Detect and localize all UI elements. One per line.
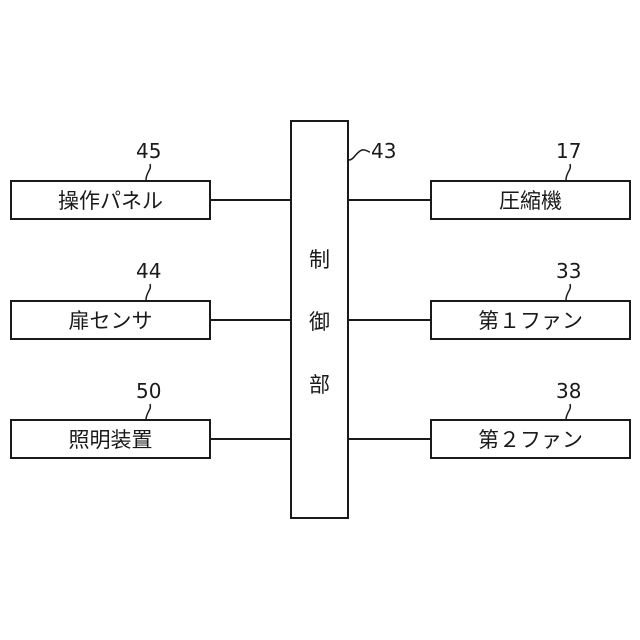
second-fan-label: 第２ファン [478, 424, 583, 454]
leader-line-33 [566, 284, 570, 300]
operation-panel-block: 操作パネル [10, 180, 211, 220]
ref-numeral-operation-panel: 45 [136, 139, 161, 163]
second-fan-block: 第２ファン [430, 419, 631, 459]
lighting-device-block: 照明装置 [10, 419, 211, 459]
controller-label-char-1: 制 [292, 244, 347, 274]
door-sensor-block: 扉センサ [10, 300, 211, 340]
ref-numeral-controller: 43 [371, 139, 396, 163]
ref-numeral-compressor: 17 [556, 139, 581, 163]
lighting-device-label: 照明装置 [69, 424, 153, 454]
leader-line-43 [349, 150, 370, 160]
door-sensor-label: 扉センサ [69, 305, 153, 335]
leader-line-50 [146, 404, 150, 420]
ref-numeral-door-sensor: 44 [136, 259, 161, 283]
controller-label-char-2: 御 [292, 306, 347, 336]
first-fan-label: 第１ファン [478, 305, 583, 335]
leader-line-45 [146, 164, 150, 180]
ref-numeral-first-fan: 33 [556, 259, 581, 283]
controller-block: 制 御 部 [290, 120, 349, 519]
operation-panel-label: 操作パネル [58, 185, 163, 215]
leader-line-38 [566, 404, 570, 420]
first-fan-block: 第１ファン [430, 300, 631, 340]
compressor-label: 圧縮機 [499, 185, 562, 215]
controller-label-char-3: 部 [292, 369, 347, 399]
ref-numeral-lighting-device: 50 [136, 379, 161, 403]
leader-line-44 [146, 284, 150, 300]
leader-line-17 [566, 164, 570, 180]
compressor-block: 圧縮機 [430, 180, 631, 220]
ref-numeral-second-fan: 38 [556, 379, 581, 403]
